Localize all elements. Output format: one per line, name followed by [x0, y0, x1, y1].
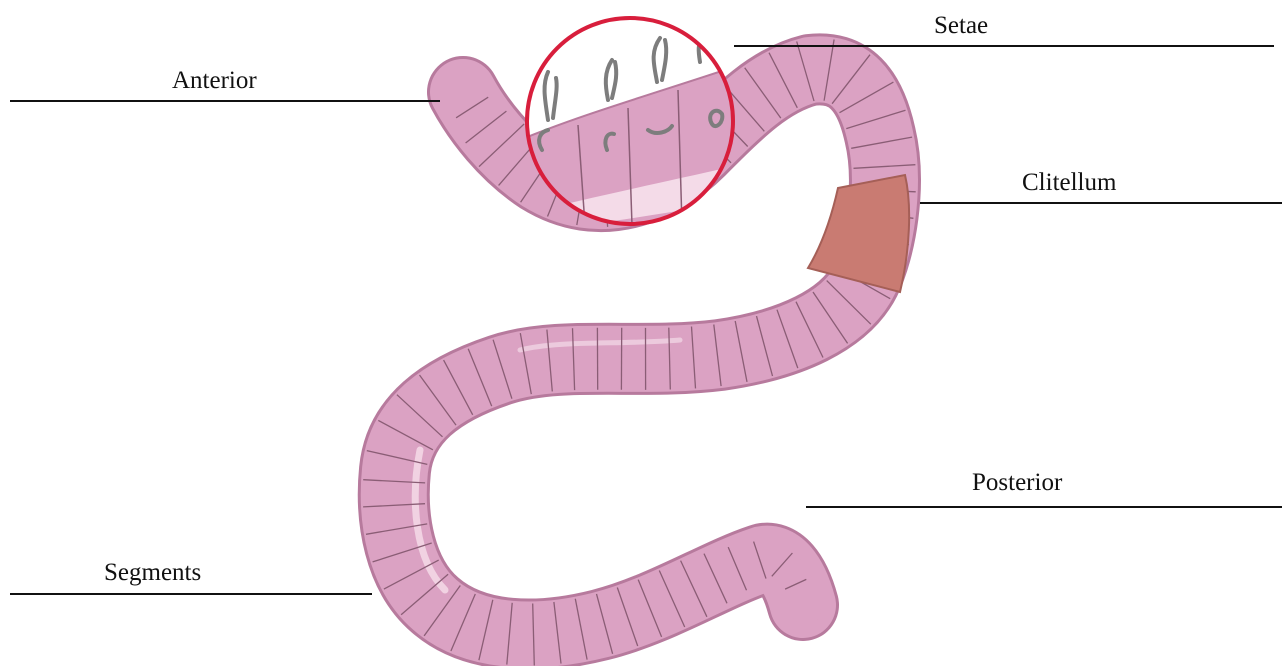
anterior-label: Anterior — [172, 68, 257, 93]
clitellum-leader-line — [920, 202, 1282, 204]
segments-leader-line — [10, 593, 372, 595]
posterior-leader-line — [806, 506, 1282, 508]
segments-label: Segments — [104, 560, 201, 585]
anterior-leader-line — [10, 100, 440, 102]
posterior-label: Posterior — [972, 470, 1062, 495]
setae-label: Setae — [934, 13, 988, 38]
clitellum-band — [808, 175, 909, 292]
setae-leader-line — [734, 45, 1274, 47]
clitellum-label: Clitellum — [1022, 170, 1116, 195]
